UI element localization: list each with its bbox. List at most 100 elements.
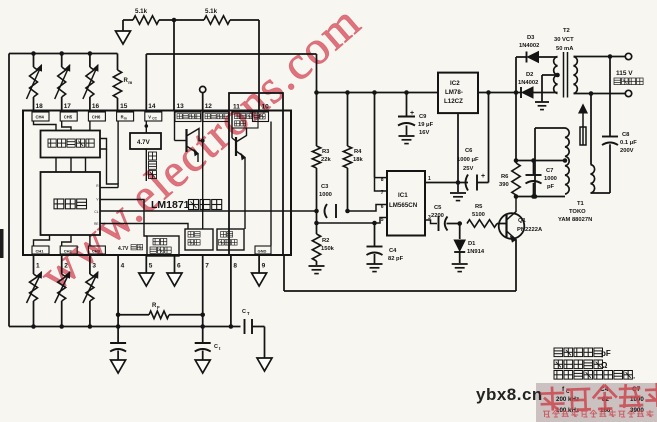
svg-text:R5: R5 [475, 204, 483, 210]
svg-text:15: 15 [120, 103, 128, 110]
svg-text:5: 5 [381, 217, 384, 223]
svg-text:16V: 16V [419, 130, 429, 136]
svg-text:YAM 88027N: YAM 88027N [558, 217, 592, 223]
svg-text:5: 5 [149, 263, 153, 270]
svg-text:200 kHz: 200 kHz [556, 396, 579, 403]
svg-text:1N4002: 1N4002 [518, 80, 538, 86]
svg-text:CC: CC [152, 117, 157, 121]
svg-text:8: 8 [233, 263, 237, 270]
svg-text:C8: C8 [622, 132, 630, 138]
svg-text:CH3: CH3 [92, 249, 101, 254]
svg-text:IC1: IC1 [398, 192, 408, 199]
svg-text:R: R [96, 184, 99, 188]
svg-text:LM78-: LM78- [445, 89, 463, 96]
svg-text:LM1871: LM1871 [151, 199, 190, 211]
svg-text:2200: 2200 [431, 213, 444, 219]
svg-text:Ω: Ω [601, 361, 608, 370]
svg-text:GND: GND [258, 249, 267, 254]
svg-text:in: in [124, 117, 127, 121]
svg-text:C6: C6 [465, 148, 473, 154]
svg-text:R: R [152, 303, 157, 309]
svg-text:R4: R4 [354, 149, 362, 155]
svg-text:5.1k: 5.1k [135, 8, 148, 15]
svg-text:1000: 1000 [319, 192, 332, 198]
svg-text:12: 12 [205, 103, 213, 110]
svg-text:4.7V: 4.7V [118, 246, 129, 252]
svg-text:100 kHz: 100 kHz [556, 407, 579, 414]
svg-text:50 mA: 50 mA [556, 46, 574, 52]
svg-text:160: 160 [600, 407, 611, 414]
svg-text:19 μF: 19 μF [418, 122, 434, 128]
svg-text:T: T [247, 311, 250, 316]
svg-text:17: 17 [64, 103, 72, 110]
svg-text:.: . [633, 372, 635, 381]
svg-text:R: R [121, 115, 124, 120]
svg-text:1N4002: 1N4002 [519, 43, 539, 49]
svg-text:R: R [124, 78, 129, 84]
svg-text:RE: RE [94, 222, 98, 226]
svg-text:6: 6 [381, 204, 384, 210]
svg-text:F: F [157, 305, 160, 310]
svg-text:CH1: CH1 [36, 249, 45, 254]
svg-text:CH6: CH6 [92, 115, 101, 120]
svg-text:16: 16 [92, 103, 100, 110]
svg-text:4.7V: 4.7V [137, 139, 151, 146]
svg-text:Q1: Q1 [518, 218, 527, 224]
svg-text:C7: C7 [546, 168, 553, 174]
svg-text:7: 7 [381, 190, 384, 196]
svg-text:14: 14 [148, 103, 156, 110]
svg-text:7: 7 [205, 263, 209, 270]
svg-text:1: 1 [428, 176, 431, 182]
svg-text:CH2: CH2 [64, 249, 73, 254]
svg-text:f: f [562, 386, 565, 393]
svg-text:150k: 150k [321, 246, 335, 252]
svg-text:1000: 1000 [544, 176, 557, 182]
svg-text:22k: 22k [321, 157, 331, 163]
svg-text:18k: 18k [353, 157, 363, 163]
svg-text:IC2: IC2 [450, 80, 460, 87]
svg-text:t: t [219, 346, 221, 351]
svg-text:C: C [214, 344, 218, 350]
svg-text:25V: 25V [463, 166, 473, 172]
svg-text:ybx8.cn: ybx8.cn [476, 385, 543, 404]
svg-text:5.1k: 5.1k [205, 8, 218, 15]
svg-text:30 VCT: 30 VCT [554, 37, 574, 43]
svg-text:3900: 3900 [630, 407, 644, 414]
svg-text:115 V: 115 V [616, 70, 633, 77]
svg-text:9: 9 [262, 263, 266, 270]
svg-text:R2: R2 [322, 238, 329, 244]
svg-text:6: 6 [177, 263, 181, 270]
svg-text:1000 μF: 1000 μF [457, 157, 479, 163]
svg-text:10: 10 [262, 104, 270, 111]
svg-text:C: C [242, 309, 246, 315]
svg-text:CL: CL [94, 210, 98, 214]
svg-text:m: m [128, 80, 132, 85]
svg-text:1: 1 [36, 263, 40, 270]
svg-text:pF: pF [547, 184, 555, 190]
svg-text:T1: T1 [577, 201, 585, 207]
svg-text:C4: C4 [389, 248, 397, 254]
svg-text:18: 18 [36, 103, 44, 110]
svg-text:L12CZ: L12CZ [444, 98, 463, 105]
svg-text:2: 2 [64, 263, 68, 270]
svg-text:82 pF: 82 pF [388, 256, 404, 262]
svg-text:4: 4 [121, 263, 125, 270]
svg-text:200V: 200V [620, 148, 634, 154]
svg-text:+: + [410, 110, 414, 117]
svg-text:C: C [566, 389, 570, 395]
svg-text:V: V [148, 115, 151, 120]
svg-text:C5: C5 [434, 205, 442, 211]
svg-text:LM565CN: LM565CN [389, 202, 418, 209]
svg-text:CH5: CH5 [64, 115, 73, 120]
svg-text:3: 3 [92, 263, 96, 270]
svg-text:0.1 μF: 0.1 μF [620, 140, 637, 146]
svg-text:C4: C4 [600, 386, 609, 393]
svg-text:D3: D3 [527, 35, 535, 41]
svg-text:5100: 5100 [472, 212, 485, 218]
svg-text:C3: C3 [321, 184, 329, 190]
svg-text:390: 390 [499, 182, 509, 188]
svg-text:+: + [481, 173, 485, 180]
svg-text:T2: T2 [563, 28, 570, 34]
svg-text:11: 11 [233, 104, 240, 111]
svg-text:D1: D1 [468, 241, 476, 247]
